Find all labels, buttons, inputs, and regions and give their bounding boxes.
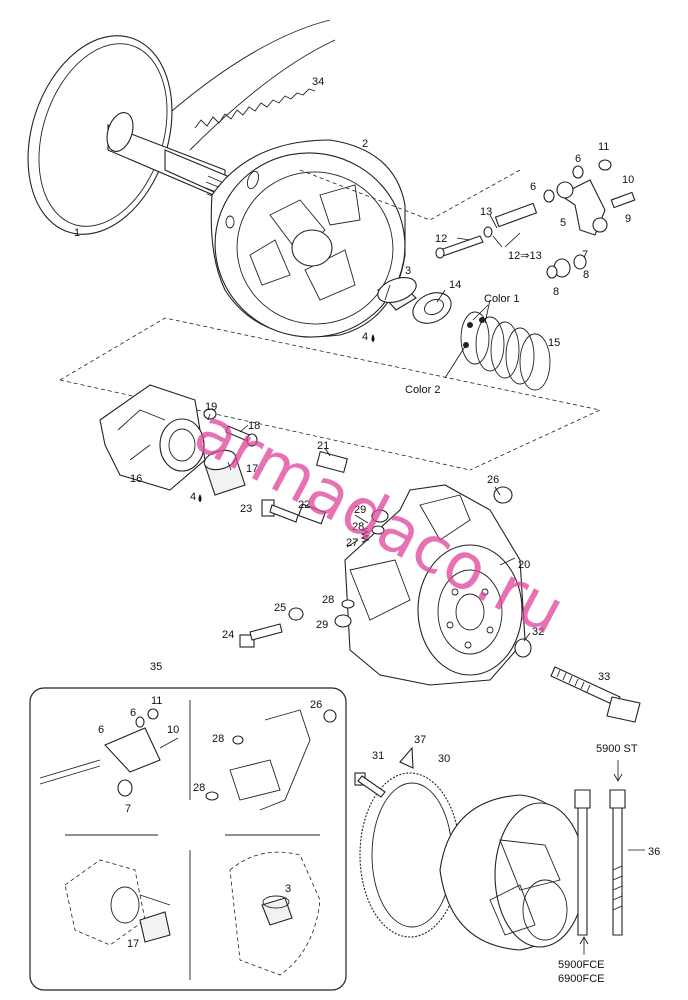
- label-14: 14: [449, 279, 461, 291]
- label-28b: 28: [322, 594, 334, 606]
- pin-21: [315, 450, 349, 474]
- inset-detail-box: [29, 687, 347, 991]
- label-28a: 28: [352, 521, 364, 533]
- label-35: 35: [150, 661, 162, 673]
- inset-label-7: 7: [125, 803, 131, 815]
- inset-label-6b: 6: [98, 724, 104, 736]
- nut-26: [493, 486, 513, 504]
- label-13: 13: [480, 206, 492, 218]
- bolt-23: [261, 499, 299, 523]
- inset-lever-detail: [39, 708, 179, 797]
- label-2: 2: [362, 138, 368, 150]
- inset-label-28a: 28: [212, 733, 224, 745]
- washer-32: [514, 638, 532, 658]
- label-30: 30: [438, 753, 450, 765]
- label-32: 32: [532, 626, 544, 638]
- label-10: 10: [622, 174, 634, 186]
- spring-27: [360, 527, 370, 543]
- label-8b: 8: [553, 286, 559, 298]
- key-37: [399, 746, 414, 769]
- label-29b: 29: [316, 619, 328, 631]
- label-27: 27: [346, 537, 358, 549]
- washer-25: [288, 607, 304, 621]
- spring-15: [460, 311, 551, 391]
- label-31: 31: [372, 750, 384, 762]
- label-16: 16: [130, 473, 142, 485]
- inset-labels: 11 6 6 10 7 26 28 28 3 17: [98, 695, 322, 950]
- inset-label-17: 17: [127, 938, 139, 950]
- long-bolt-fce: [574, 789, 591, 936]
- label-37: 37: [414, 734, 426, 746]
- roller-29a: [371, 509, 389, 523]
- movable-sheave: [210, 139, 406, 338]
- label-9: 9: [625, 213, 631, 225]
- spider-hub-16: [99, 384, 206, 491]
- label-color-1: Color 1: [484, 293, 519, 305]
- bushing-17: [203, 449, 246, 496]
- label-26: 26: [487, 474, 499, 486]
- screw-31: [354, 772, 386, 798]
- inset-hub-detail: [64, 859, 171, 946]
- inset-label-11: 11: [151, 695, 162, 707]
- inset-label-6a: 6: [130, 707, 136, 719]
- label-23: 23: [240, 503, 252, 515]
- clip-28b: [341, 599, 355, 609]
- cover-housing-20: [344, 484, 526, 686]
- label-22: 22: [298, 499, 310, 511]
- inset-label-10: 10: [167, 724, 179, 736]
- label-20: 20: [518, 559, 530, 571]
- part-labels: 1 2 3 4 4 5 6 6 7 8 8 9 10 11 12 12⇒13 1…: [74, 76, 660, 858]
- label-color-2: Color 2: [405, 384, 440, 396]
- lever-arm-assembly: [435, 159, 636, 279]
- washer-14: [412, 292, 452, 324]
- primary-cup: [439, 794, 586, 951]
- variant-label-5900-st: 5900 ST: [596, 743, 638, 755]
- oil-drop-icon: [371, 334, 375, 342]
- label-29a: 29: [354, 504, 366, 516]
- roller-29b: [334, 614, 352, 628]
- inset-label-26: 26: [310, 699, 322, 711]
- label-24: 24: [222, 629, 234, 641]
- label-25: 25: [274, 602, 286, 614]
- label-4a: 4: [362, 331, 368, 343]
- fixed-sheave: [27, 35, 233, 235]
- label-6b: 6: [530, 181, 536, 193]
- label-3: 3: [405, 265, 411, 277]
- screw-18: [225, 425, 258, 447]
- oil-drop-icon: [198, 494, 202, 502]
- label-34: 34: [312, 76, 324, 88]
- clip-28a: [371, 525, 385, 535]
- inset-sheave-detail: [229, 851, 321, 976]
- label-17: 17: [246, 463, 258, 475]
- label-4b: 4: [190, 491, 196, 503]
- long-bolt-st: [609, 789, 626, 936]
- label-12-to-13: 12⇒13: [508, 250, 542, 262]
- label-1: 1: [74, 227, 80, 239]
- label-33: 33: [598, 671, 610, 683]
- bolt-33: [550, 666, 641, 723]
- inset-label-3: 3: [285, 883, 291, 895]
- bushing-3: [377, 277, 417, 311]
- label-6a: 6: [575, 153, 581, 165]
- label-18: 18: [248, 420, 260, 432]
- label-11: 11: [598, 141, 609, 153]
- variant-label-5900fce: 5900FCE: [558, 959, 604, 971]
- label-36: 36: [648, 846, 660, 858]
- bolt-24: [239, 623, 283, 648]
- inset-arm-detail: [205, 709, 337, 811]
- label-15: 15: [548, 337, 560, 349]
- variant-label-6900fce: 6900FCE: [558, 973, 604, 985]
- leader-lines: [207, 214, 531, 642]
- label-12: 12: [435, 233, 447, 245]
- label-19: 19: [205, 401, 217, 413]
- label-8a: 8: [583, 269, 589, 281]
- label-7: 7: [582, 249, 588, 261]
- drive-belt: [149, 19, 336, 151]
- label-21: 21: [317, 440, 329, 452]
- pin-22: [297, 503, 327, 525]
- label-5: 5: [560, 217, 566, 229]
- inset-label-28b: 28: [193, 782, 205, 794]
